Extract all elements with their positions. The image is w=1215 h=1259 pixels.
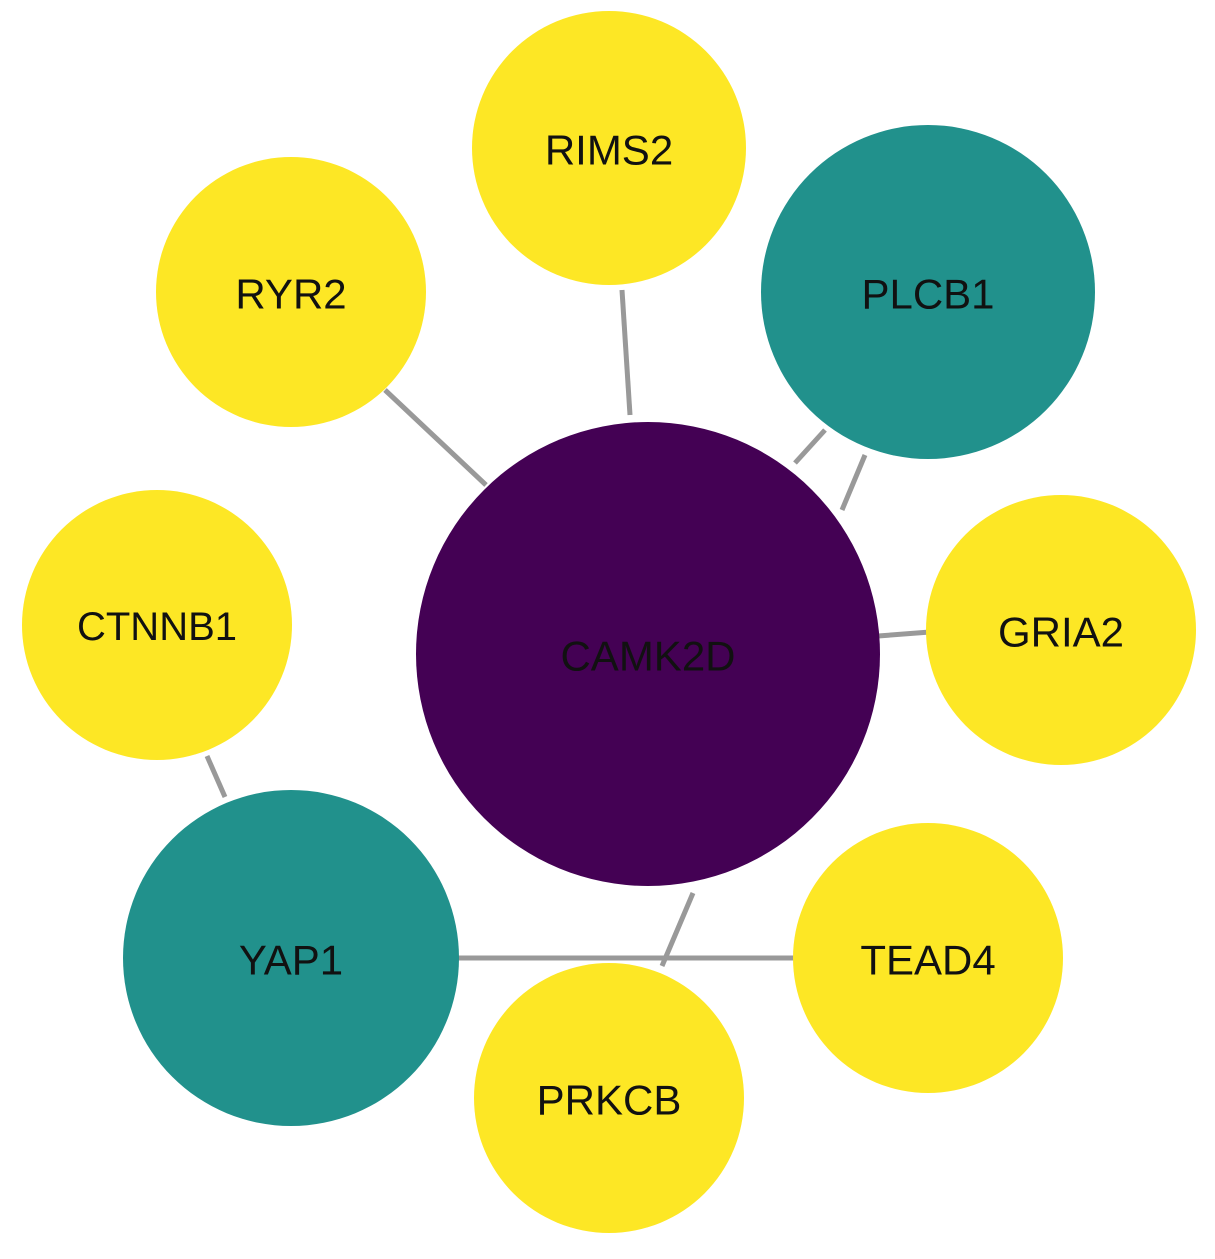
node-yap1[interactable]: YAP1 xyxy=(123,790,459,1126)
node-plcb1-label: PLCB1 xyxy=(861,271,994,318)
node-ryr2-label: RYR2 xyxy=(235,271,346,318)
node-ctnnb1[interactable]: CTNNB1 xyxy=(22,490,292,760)
node-gria2-label: GRIA2 xyxy=(998,609,1124,656)
node-gria2[interactable]: GRIA2 xyxy=(926,495,1196,765)
node-rims2-label: RIMS2 xyxy=(545,127,673,174)
node-tead4-label: TEAD4 xyxy=(860,937,995,984)
node-layer: CAMK2D RIMS2 PLCB1 RYR2 CTNNB1 GRIA2 YAP… xyxy=(22,11,1196,1233)
node-rims2[interactable]: RIMS2 xyxy=(472,11,746,285)
node-prkcb-circle xyxy=(474,963,744,1233)
node-tead4[interactable]: TEAD4 xyxy=(793,823,1063,1093)
edge-camk2d-plcb1-a xyxy=(793,428,827,465)
node-rims2-circle xyxy=(472,11,746,285)
edge-camk2d-rims2 xyxy=(619,289,633,416)
edge-layer xyxy=(204,289,931,967)
edge-camk2d-ryr2 xyxy=(383,388,488,487)
node-ctnnb1-label: CTNNB1 xyxy=(77,605,237,649)
node-tead4-circle xyxy=(793,823,1063,1093)
node-ctnnb1-circle xyxy=(22,490,292,760)
node-prkcb-label: PRKCB xyxy=(537,1077,682,1124)
node-yap1-circle xyxy=(123,790,459,1126)
edge-ctnnb1-yap1 xyxy=(204,754,228,799)
node-gria2-circle xyxy=(926,495,1196,765)
node-ryr2-circle xyxy=(156,157,426,427)
node-plcb1-circle xyxy=(761,125,1095,459)
node-camk2d-label: CAMK2D xyxy=(560,633,735,680)
edge-camk2d-gria2 xyxy=(877,629,931,639)
node-camk2d-circle xyxy=(416,422,880,886)
edge-camk2d-prkcb xyxy=(659,892,696,967)
edge-camk2d-plcb1-b xyxy=(839,454,868,511)
node-prkcb[interactable]: PRKCB xyxy=(474,963,744,1233)
node-camk2d[interactable]: CAMK2D xyxy=(416,422,880,886)
node-plcb1[interactable]: PLCB1 xyxy=(761,125,1095,459)
node-ryr2[interactable]: RYR2 xyxy=(156,157,426,427)
node-yap1-label: YAP1 xyxy=(239,937,343,984)
